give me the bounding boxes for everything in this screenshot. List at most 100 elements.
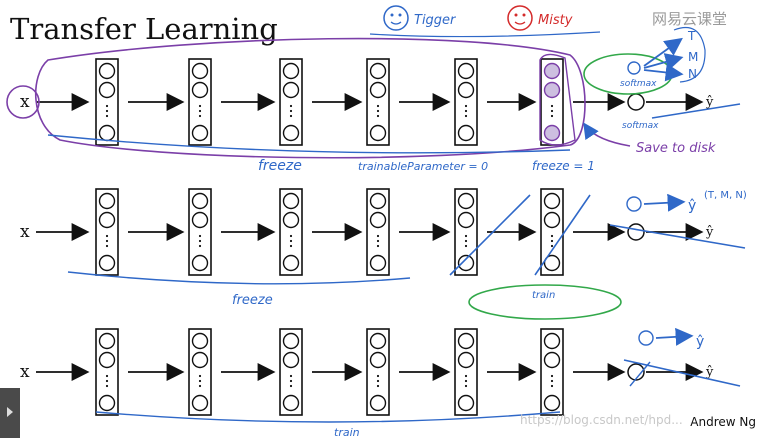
layer-box [95,188,119,276]
neuron-node [282,62,300,80]
class-m: M [688,50,698,64]
layer-box [454,58,478,146]
neuron-node [369,62,387,80]
neuron-node [457,351,475,369]
neuron-node [191,81,209,99]
new-output-node [626,196,642,212]
layer-column [279,188,303,276]
ellipsis-dot [105,379,109,383]
softmax-note: softmax [620,79,657,89]
ellipsis-dot [198,244,202,248]
ellipsis-dot [550,384,554,388]
layer-column [279,328,303,416]
neuron-node [457,124,475,142]
train-note-row2: train [532,290,555,301]
output-label: ŷ [705,225,714,240]
class-t: T [687,29,696,43]
layer-box [540,188,564,276]
neuron-node [369,254,387,272]
layer-column [188,58,212,146]
ellipsis-dot [464,244,468,248]
layer-column [366,58,390,146]
character-eye [522,13,526,17]
ellipsis-dot [105,234,109,238]
new-output-note: (T, M, N) [704,190,747,201]
ellipsis-dot [105,114,109,118]
input-label: x [20,222,30,242]
ellipsis-dot [105,239,109,243]
ellipsis-dot [464,234,468,238]
neuron-node [457,394,475,412]
output-node [627,223,645,241]
ellipsis-dot [198,374,202,378]
ellipsis-dot [105,104,109,108]
layer-column [95,188,119,276]
neuron-node [98,211,116,229]
ellipsis-dot [105,244,109,248]
layer-column [366,328,390,416]
neuron-node [282,394,300,412]
neuron-node [543,332,561,350]
character-mouth [390,21,402,25]
character-eye [514,13,518,17]
player-side-tab[interactable] [0,388,20,438]
neuron-node [457,192,475,210]
output-node [627,93,645,111]
output-label: ŷ [705,365,714,380]
neuron-node [98,192,116,210]
ellipsis-dot [550,109,554,113]
neuron-node [369,211,387,229]
layer-box [279,328,303,416]
neuron-node [369,124,387,142]
layer-column [95,328,119,416]
ellipsis-dot [376,104,380,108]
input-circle-mark [6,85,40,119]
brand-watermark: 网易云课堂 [652,10,728,28]
save-to-disk-note: Save to disk [636,141,716,156]
ellipsis-dot [198,104,202,108]
ellipsis-dot [289,234,293,238]
neuron-node [282,254,300,272]
neuron-node [98,332,116,350]
new-output-label: ŷ [696,334,704,350]
neuron-node [457,62,475,80]
new-output-node [638,330,654,346]
layer-column [454,328,478,416]
ellipsis-dot [289,114,293,118]
trainable-parameter-note: trainableParameter = 0 [358,160,488,173]
neuron-node [191,394,209,412]
neuron-node [282,211,300,229]
layer-box [366,58,390,146]
output-label: ŷ [705,95,714,110]
neuron-node [282,192,300,210]
layer-column [279,58,303,146]
ellipsis-dot [289,384,293,388]
ellipsis-dot [289,239,293,243]
ellipsis-dot [464,104,468,108]
new-output-node [627,61,641,75]
neuron-node [282,351,300,369]
strike-mark [609,224,746,249]
neuron-node [191,254,209,272]
neuron-node [369,332,387,350]
neuron-node [543,81,561,99]
url-watermark: https://blog.csdn.net/hpd... [520,413,683,427]
class-arrow [643,53,684,71]
ellipsis-dot [105,109,109,113]
freeze-brace [47,134,571,154]
freeze-flag-note: freeze = 1 [532,159,595,173]
neuron-node [191,351,209,369]
save-arrow [583,122,631,147]
character-underline [369,31,601,38]
ellipsis-dot [550,379,554,383]
freeze-note: freeze [258,158,302,174]
neuron-node [457,81,475,99]
softmax-note-bottom: softmax [622,121,659,131]
character-mouth [514,21,526,25]
ellipsis-dot [550,374,554,378]
strike-mark [623,359,741,387]
layer-box [188,328,212,416]
neuron-node [543,124,561,142]
ellipsis-dot [105,384,109,388]
ellipsis-dot [289,104,293,108]
